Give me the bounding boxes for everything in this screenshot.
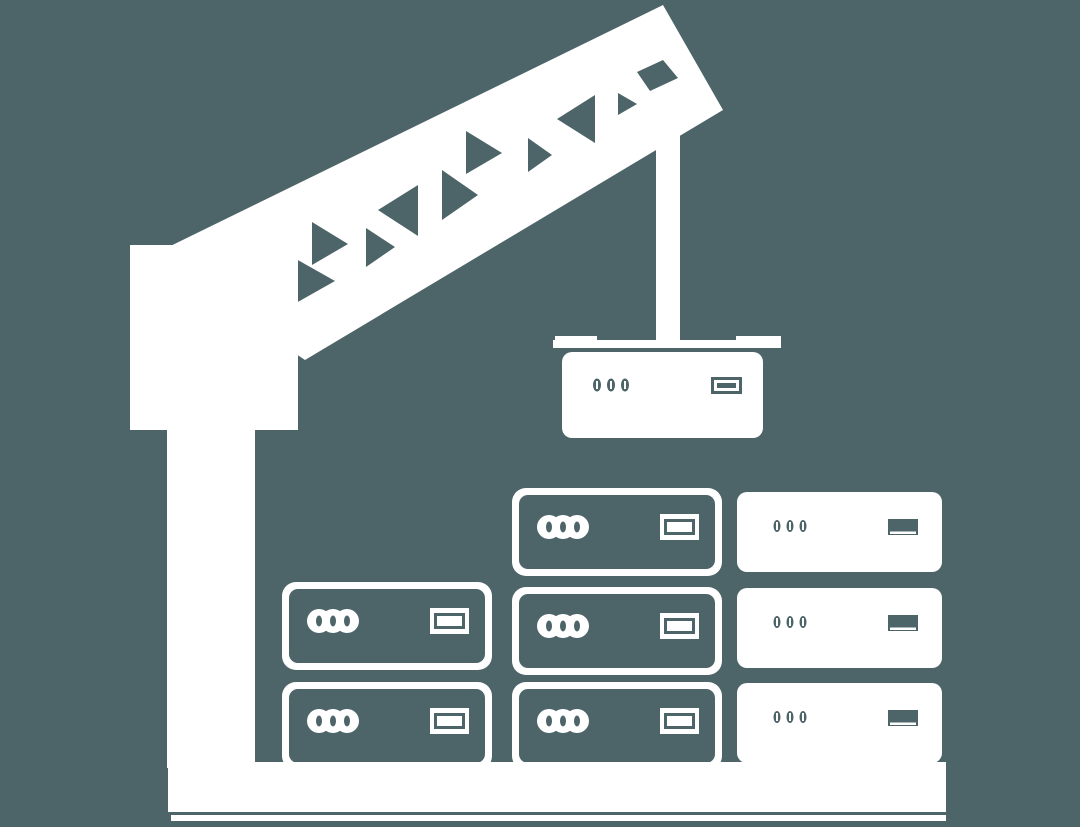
crane-cable	[656, 118, 680, 344]
server-unit-right-1	[737, 492, 942, 572]
server-unit-middle-1	[512, 488, 722, 576]
dot-slit	[610, 381, 612, 389]
server-unit-left-1	[282, 582, 492, 670]
base-platform	[168, 762, 946, 812]
lifted-server-unit	[562, 352, 763, 438]
spreader-end-cap-right	[736, 336, 781, 341]
crane-tower-column	[167, 428, 255, 768]
server-unit-right-3	[737, 683, 942, 763]
server-unit-right-2	[737, 588, 942, 668]
spreader-end-cap-left	[555, 336, 597, 341]
dot-slit	[596, 381, 598, 389]
server-unit-middle-3	[512, 682, 722, 770]
crane-tower-head	[130, 245, 298, 430]
server-unit-left-2	[282, 682, 492, 770]
dot-slit	[624, 381, 626, 389]
drive-slot-inner	[717, 383, 736, 388]
server-unit-middle-2	[512, 587, 722, 675]
spreader-bar	[553, 340, 781, 348]
ground-line	[171, 815, 946, 821]
server-unit-solid	[562, 352, 763, 438]
